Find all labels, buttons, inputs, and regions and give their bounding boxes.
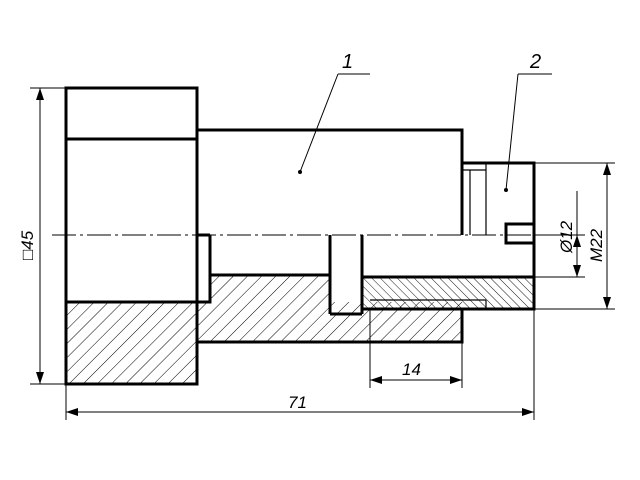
callout-part1: 1 (342, 51, 353, 73)
dimension-arrows (36, 88, 611, 416)
dim-bore-diameter: Ø12 (557, 220, 576, 254)
dim-square-size: □45 (18, 230, 37, 260)
callout-part2: 2 (529, 51, 541, 73)
dim-recess-length: 14 (402, 360, 421, 379)
leader-dot-part1 (298, 170, 302, 174)
section-hatching-part2 (362, 277, 534, 309)
part2-outline (360, 161, 536, 311)
dim-thread: M22 (587, 228, 606, 262)
leader-dot-part2 (504, 188, 508, 192)
dim-overall-length: 71 (288, 393, 307, 412)
dimension-lines (30, 73, 615, 420)
